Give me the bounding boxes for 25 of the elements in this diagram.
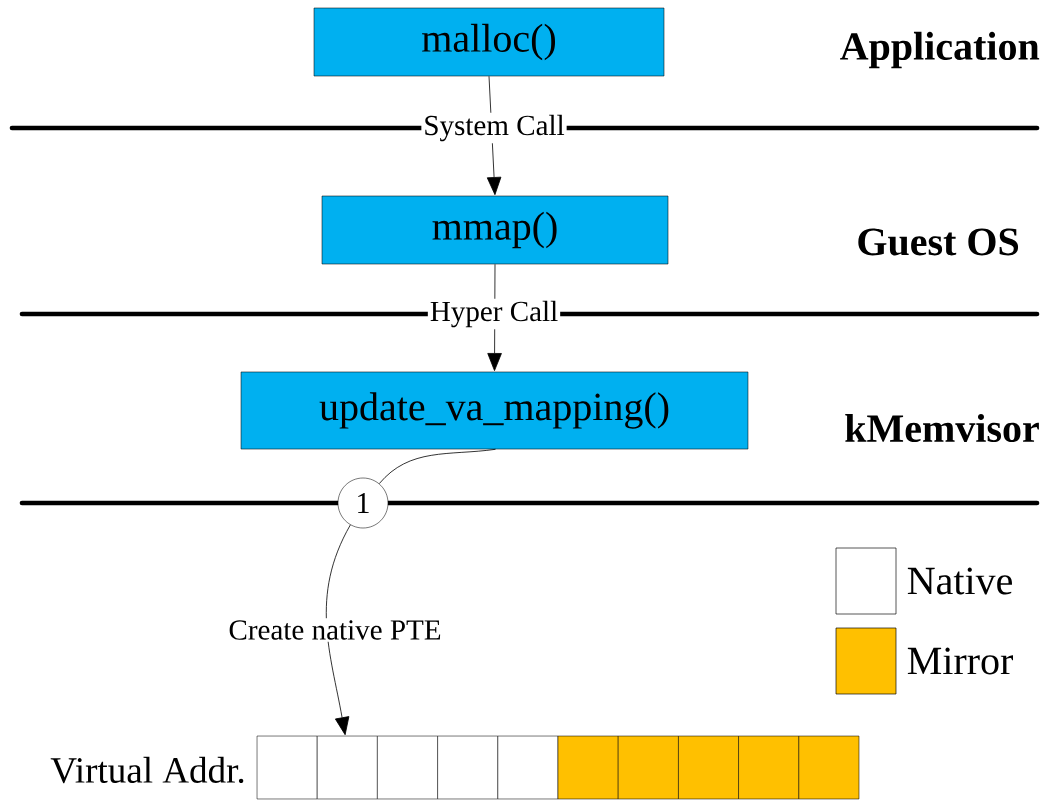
memory-cell [617, 735, 679, 800]
arrow [325, 524, 351, 736]
memory-cell [497, 735, 559, 800]
function-box: malloc() [313, 7, 665, 77]
memory-cell [437, 735, 499, 800]
row-label: Virtual Addr. [50, 756, 244, 784]
edge-label: System Call [421, 112, 567, 144]
function-box: mmap() [321, 195, 669, 265]
arrow [487, 263, 502, 371]
memory-cell [557, 735, 619, 800]
layer-label: Application [840, 31, 1040, 69]
memory-cell [256, 735, 318, 800]
layer-label: Guest OS [858, 228, 1019, 256]
legend-label: Mirror [907, 647, 1013, 675]
memory-cell [377, 735, 438, 800]
memory-cell [798, 735, 860, 800]
edge-label: Create native PTE [226, 618, 444, 642]
layer-label: kMemvisor [845, 413, 1039, 443]
memory-cell [316, 735, 378, 800]
function-box: update_va_mapping() [240, 371, 749, 450]
memory-cell [738, 735, 800, 800]
legend-label: Native [907, 567, 1012, 595]
memory-cell [678, 735, 739, 800]
arrow [486, 75, 502, 196]
edge-label: Hyper Call [427, 298, 561, 330]
